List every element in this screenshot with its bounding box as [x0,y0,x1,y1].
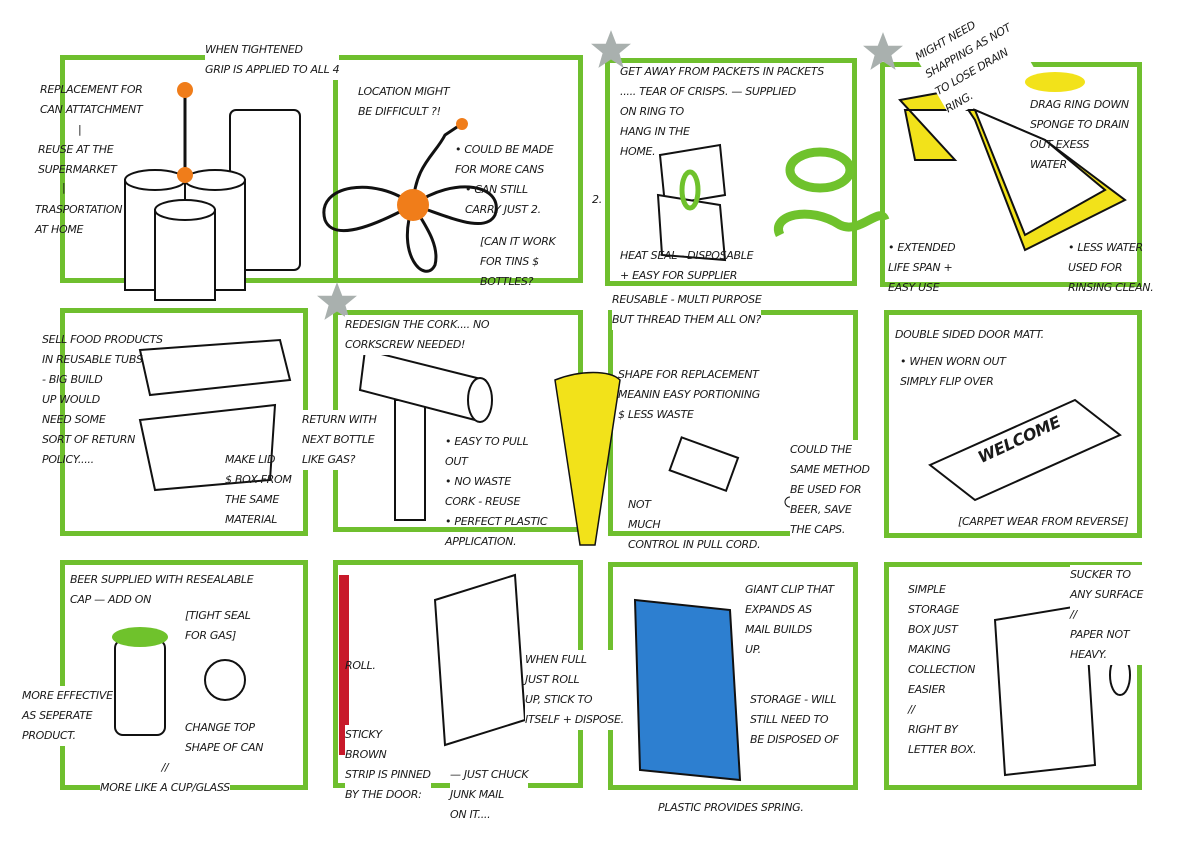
note: Trasportation at home [35,203,123,236]
note: Not much control in pull cord. [628,498,761,551]
panel-storage-box [884,562,1142,790]
note: When full just roll up, stick to itself … [525,650,624,730]
note: Redesign the cork.... No corkscrew neede… [345,315,490,355]
blue-clip-sketch [633,598,742,782]
note: Could the same method be used for beer, … [790,440,870,540]
note: Reusable - multi purpose but thread them… [612,290,762,330]
note: [Tight seal for gas] [185,609,251,642]
note: Make lid $ box from the same material [225,453,292,526]
note: | [78,123,82,136]
note: Replacement for can attatchment [40,83,143,116]
note: Plastic provides spring. [658,801,804,814]
panel-can-holder-2 [333,55,583,283]
note: More effective as seperate product. [22,686,113,746]
panel-door-mat [884,310,1142,538]
note: When tightened grip is applied to all 4 [205,40,340,80]
note: Double sided door matt. [895,328,1044,341]
note: Change top shape of can [185,721,264,754]
note: Return with next bottle like gas? [302,410,377,470]
note: Simple storage box just making collectio… [908,583,977,756]
note: Sell food products in reusable tubs - Bi… [42,333,163,466]
note: Drag ring down sponge to drain out exess… [1030,98,1129,171]
panel-crisp-ring [605,58,857,286]
note: [Can it work for tins $ bottles? [480,235,556,288]
note: • Extended life span + easy use [888,241,956,294]
note: Beer supplied with resealable cap — add … [70,573,254,606]
note: Location might be difficult ?! [358,85,450,118]
note: Reuse at the supermarket [38,143,117,176]
beer-can-cap-sketch [112,627,246,736]
note: Get away from packets in packets ..... T… [620,65,824,158]
star-icon [317,282,357,320]
can-pack-sketch [124,82,301,301]
cork-sketch [358,348,493,521]
note: // More like a cup/glass [100,758,230,798]
note: • Easy to pull out • No waste cork - reu… [445,435,548,548]
note: Shape for replacement meanin easy portio… [618,368,761,421]
note: • When worn out simply flip over [900,355,1006,388]
note: — Just chuck junk mail on it.... [450,765,529,825]
note: 2. [592,193,602,206]
sponge-sketch [898,72,1127,252]
note: | [62,181,66,194]
note: Giant clip that expands as mail builds u… [745,583,834,656]
four-loop-holder-sketch [322,118,498,273]
note: [Carpet wear from reverse] [958,515,1129,528]
star-icon [863,32,903,70]
tub-sketch [138,338,292,492]
note: • Can still carry just 2. [465,183,541,216]
note: • Could be made for more cans [455,143,554,176]
note: Sticky brown strip is pinned by the door… [345,725,431,805]
star-icon [591,30,631,68]
note: Storage - will still need to be disposed… [750,693,839,746]
note: • Less water used for rinsing clean. [1068,241,1154,294]
green-ring-sketch [656,143,890,262]
note: Sucker to any surface // Paper not heavy… [1070,565,1143,665]
note: Roll. [345,659,376,672]
note: Heat seal - disposable + easy for suppli… [620,249,754,282]
door-mat-sketch [928,398,1122,502]
